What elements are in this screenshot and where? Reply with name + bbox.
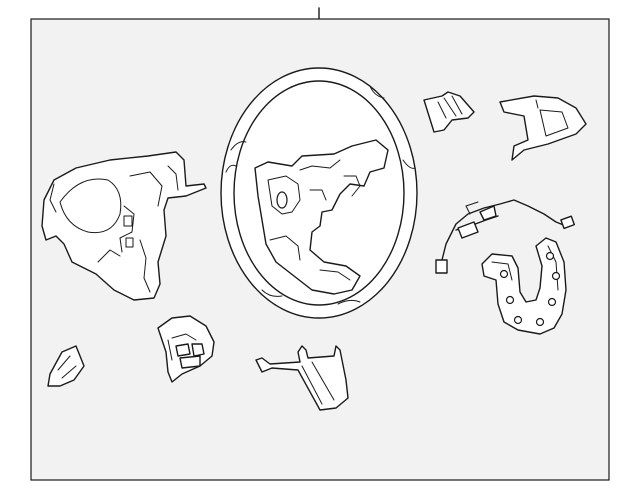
left-switch	[47, 345, 85, 387]
left-trim-cover	[157, 315, 215, 383]
horseshoe-bracket	[481, 237, 567, 335]
airbag-cover	[41, 151, 207, 301]
upper-trim-cover	[423, 91, 475, 133]
wiring-harness	[435, 199, 576, 274]
steering-wheel	[220, 67, 418, 319]
upper-trim-bracket	[499, 95, 587, 161]
lower-trim-cover	[255, 345, 349, 411]
